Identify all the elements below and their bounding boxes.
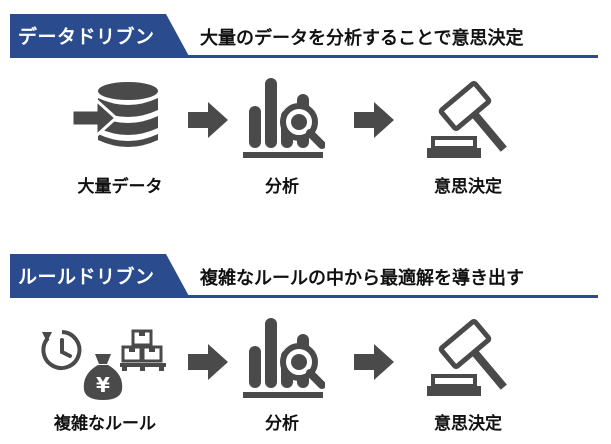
- money-bag-yen-icon: ¥: [83, 354, 123, 400]
- arrow-right-icon: [354, 102, 394, 138]
- step-label-analysis: 分析: [265, 177, 299, 197]
- step-label-decision: 意思決定: [434, 177, 502, 197]
- section-tag: ルールドリブン: [10, 254, 190, 298]
- header-underline: [10, 55, 598, 58]
- section-tag: データドリブン: [10, 14, 190, 58]
- arrow-right-icon: [188, 344, 228, 380]
- step-label-complex-rules: 複雑なルール: [54, 414, 156, 434]
- section-description: 複雑なルールの中から最適解を導き出す: [200, 268, 524, 289]
- database-in-icon: [70, 82, 158, 147]
- arrow-right-icon: [354, 344, 394, 380]
- step-label-big-data: 大量データ: [77, 177, 163, 197]
- chart-magnifier-icon: [243, 318, 325, 398]
- section-tag-label: データドリブン: [18, 26, 155, 48]
- clock-icon: [41, 330, 82, 370]
- step-label-analysis: 分析: [265, 414, 299, 434]
- arrow-right-icon: [188, 102, 228, 138]
- yen-symbol: ¥: [96, 373, 110, 397]
- section-description: 大量のデータを分析することで意思決定: [200, 28, 524, 49]
- gavel-icon: [427, 80, 507, 158]
- section-tag-label: ルールドリブン: [18, 266, 155, 288]
- chart-magnifier-icon: [243, 78, 325, 158]
- section-header-data-driven: データドリブン 大量のデータを分析することで意思決定: [10, 14, 598, 58]
- gavel-icon: [427, 318, 507, 396]
- section-header-rule-driven: ルールドリブン 複雑なルールの中から最適解を導き出す: [10, 254, 598, 298]
- boxes-icon: [120, 329, 166, 371]
- header-underline: [10, 295, 598, 298]
- step-label-decision: 意思決定: [434, 414, 502, 434]
